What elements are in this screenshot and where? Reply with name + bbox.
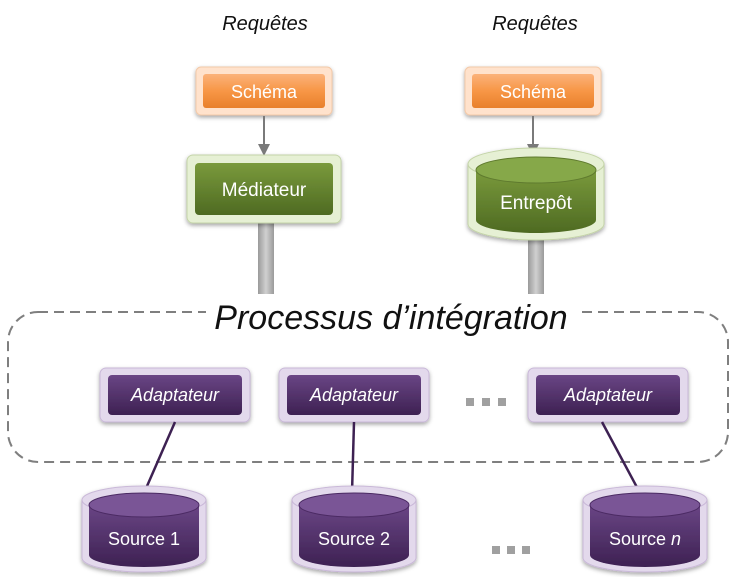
mediator-box [186, 154, 342, 224]
left-schema-box [195, 66, 333, 116]
source-label-3: Source n [609, 529, 681, 549]
adapter-source-link-3 [600, 421, 642, 494]
adapter-label-3: Adaptateur [563, 385, 653, 405]
mediator-connector-bar [258, 222, 274, 312]
warehouse-cylinder [467, 147, 605, 241]
left-schema-label: Schéma [231, 82, 298, 102]
adapter-source-link-1 [142, 421, 177, 494]
warehouse-label: Entrepôt [500, 193, 573, 214]
adapter-box-1 [99, 367, 251, 423]
source-cylinder-2 [291, 485, 417, 573]
source-cylinder-1 [81, 485, 207, 573]
right-schema-label: Schéma [500, 82, 567, 102]
right-schema-box [464, 66, 602, 116]
left-queries-label: Requêtes [222, 13, 308, 35]
integration-label-background [206, 294, 576, 338]
adapter-box-3 [527, 367, 689, 423]
adapter-source-link-2 [350, 421, 356, 494]
warehouse-connector-bar [528, 236, 544, 312]
integration-process-label: Processus d’intégration [214, 299, 567, 337]
source-label-1: Source 1 [108, 529, 180, 549]
source-label-3-prefix: Source [609, 529, 671, 549]
source-label-3-suffix: n [671, 529, 681, 549]
adapter-ellipsis [466, 398, 506, 406]
source-label-2: Source 2 [318, 529, 390, 549]
adapter-label-1: Adaptateur [130, 385, 220, 405]
adapter-label-2: Adaptateur [309, 385, 399, 405]
source-ellipsis [492, 546, 530, 554]
mediator-label: Médiateur [222, 180, 307, 201]
right-queries-label: Requêtes [492, 13, 578, 35]
source-cylinder-3 [582, 485, 708, 573]
adapter-box-2 [278, 367, 430, 423]
